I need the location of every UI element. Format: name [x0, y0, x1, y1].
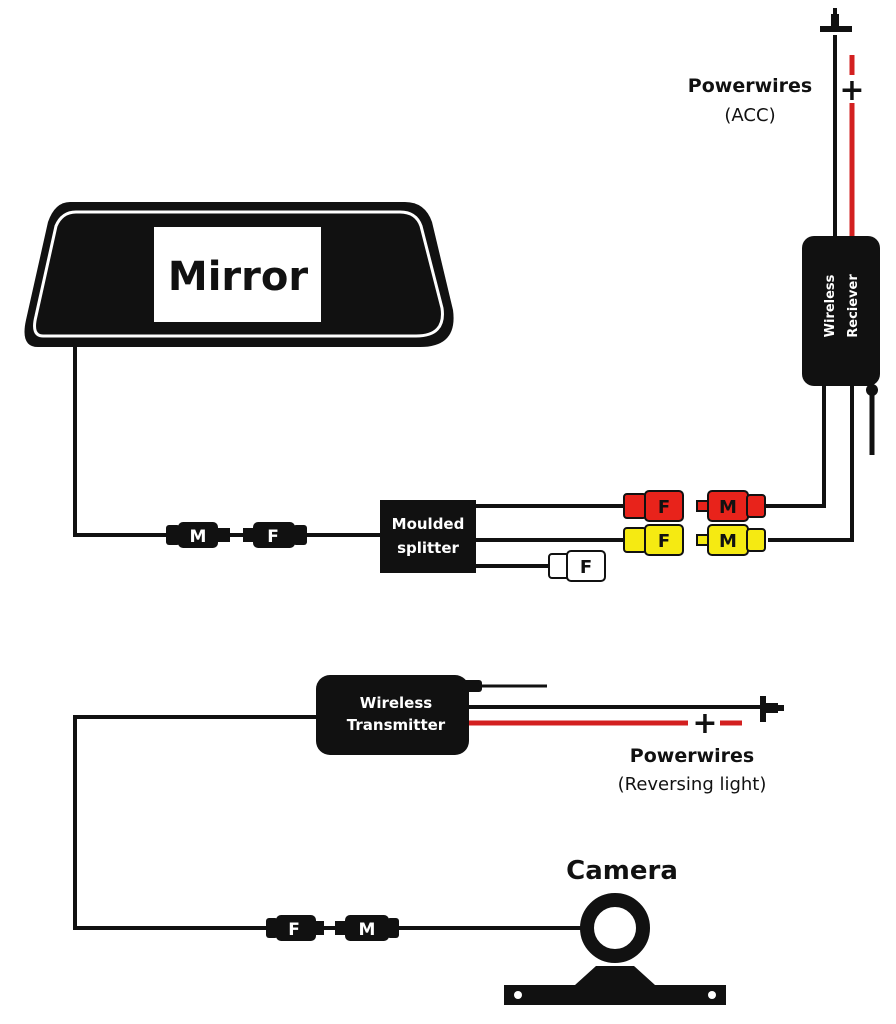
mirror: Mirror	[24, 202, 454, 347]
rca-red-f: F	[623, 490, 684, 522]
camera-label: Camera	[566, 856, 678, 886]
transmitter-antenna-base	[462, 680, 482, 692]
transmitter-label-line1: Wireless	[360, 694, 433, 712]
rca-white-f: F	[548, 550, 606, 582]
rca-red-f-label: F	[658, 497, 670, 518]
rca-yellow-m: M	[696, 524, 766, 556]
mirror-screen	[154, 227, 321, 322]
receiver-antenna-tip	[866, 384, 878, 396]
connector-camera-f: F	[266, 915, 324, 941]
connector-camera-m-label: M	[359, 920, 376, 940]
connector-camera-f-label: F	[288, 920, 300, 940]
moulded-splitter: Moulded splitter	[380, 500, 476, 573]
power-acc-subtitle: (ACC)	[724, 105, 775, 126]
transmitter-video-cable	[73, 715, 318, 930]
wireless-transmitter: Wireless Transmitter	[316, 675, 547, 755]
splitter-label-line1: Moulded	[392, 515, 465, 533]
connector-mirror-f-label: F	[267, 527, 279, 547]
rca-yellow-f-label: F	[658, 531, 670, 552]
transmitter-body	[316, 675, 469, 755]
receiver-label-line2: Reciever	[846, 274, 861, 338]
reverse-ground-terminal	[760, 696, 784, 722]
connector-camera-m: M	[335, 915, 399, 941]
wireless-receiver: Wireless Reciever	[802, 236, 880, 455]
power-reverse-subtitle: (Reversing light)	[618, 774, 767, 795]
power-acc-title: Powerwires	[688, 75, 812, 97]
power-reverse-labels: + Powerwires (Reversing light)	[618, 706, 767, 795]
camera-lens	[580, 893, 650, 963]
camera-mount-hole-right	[708, 991, 716, 999]
power-reverse-title: Powerwires	[630, 745, 754, 767]
power-wires-red	[468, 55, 855, 726]
acc-ground-terminal	[820, 8, 852, 32]
transmitter-label-line2: Transmitter	[347, 716, 446, 734]
mirror-cable	[73, 345, 168, 537]
receiver-to-yellow-m	[768, 385, 854, 542]
splitter-body	[380, 500, 476, 573]
mirror-label: Mirror	[168, 254, 308, 300]
wires	[73, 35, 854, 930]
connector-mirror-m: M	[166, 522, 230, 548]
receiver-label-line1: Wireless	[823, 274, 838, 337]
power-reverse-plus: +	[692, 706, 717, 741]
power-acc-labels: Powerwires (ACC) +	[688, 73, 865, 126]
camera-mount-bracket	[504, 966, 726, 1005]
rca-yellow-f: F	[623, 524, 684, 556]
rca-red-m: M	[696, 490, 766, 522]
mirror-inner-line	[33, 210, 444, 338]
camera-mount-hole-left	[514, 991, 522, 999]
rca-white-f-label: F	[580, 557, 592, 578]
receiver-to-red-m	[762, 385, 826, 508]
rca-yellow-m-label: M	[719, 531, 737, 552]
power-acc-plus: +	[839, 73, 864, 108]
camera: Camera	[504, 856, 726, 1005]
connector-mirror-f: F	[243, 522, 307, 548]
connector-mirror-m-label: M	[190, 527, 207, 547]
rca-red-m-label: M	[719, 497, 737, 518]
receiver-body	[802, 236, 880, 386]
splitter-label-line2: splitter	[397, 539, 459, 557]
